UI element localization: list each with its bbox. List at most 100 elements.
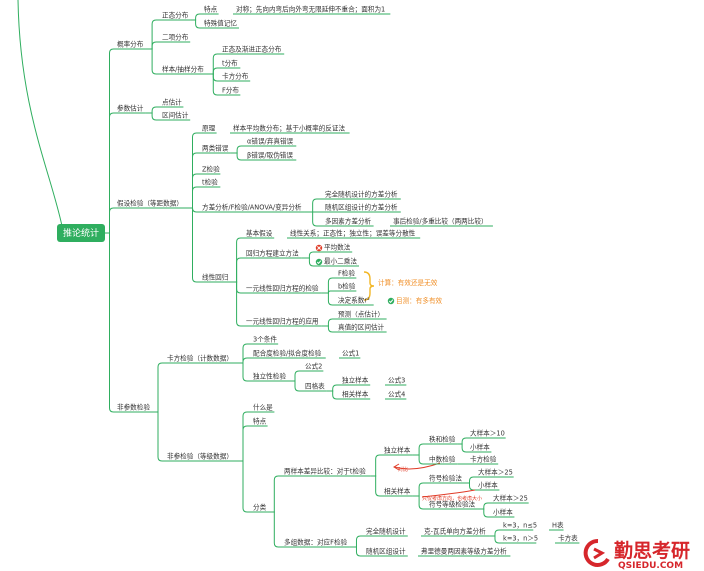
edge-h_a3 [304, 211, 322, 227]
edge-ind [370, 454, 381, 477]
node-rkc: 分类 [253, 503, 267, 512]
edge-r_a1 [321, 318, 335, 327]
cross-icon [315, 244, 323, 252]
edge-mrbd [349, 546, 363, 557]
node-h_a1: 完全随机设计的方差分析 [325, 190, 398, 199]
node-h_ea: α错误/弃真错误 [247, 137, 294, 146]
edge-h_a1 [304, 198, 322, 213]
note-compare: 对比 [398, 466, 408, 473]
edge-c3b1 [326, 384, 339, 392]
edge-rr [412, 495, 426, 510]
node-r_m: 回归方程建立方法 [246, 249, 299, 258]
edge-rsL [464, 476, 475, 484]
node-p_norm: 正态分布 [162, 11, 189, 20]
node-mcrd: 完全随机设计 [366, 527, 406, 536]
edge-r_m2 [301, 257, 321, 267]
node-rl: 相关样本 [384, 487, 411, 496]
edge-rrL [477, 502, 490, 510]
edge-r_bs [230, 237, 243, 283]
edge-p_samp [145, 48, 159, 75]
node-ind: 独立样本 [384, 446, 411, 455]
edge-rs [412, 482, 426, 497]
node-im: 中数检验 [429, 455, 456, 464]
node-irL: 大样本＞10 [470, 429, 505, 438]
edge-two [267, 475, 281, 513]
node-c2: 配合度检验/拟合度检验 [253, 349, 322, 358]
edge-irS [457, 443, 467, 453]
node-p_s2: t分布 [222, 59, 238, 68]
node-c3b2f: 公式4 [388, 390, 405, 399]
node-r_m1: 平均数法 [324, 243, 351, 252]
node-rs: 符号检验法 [429, 474, 462, 483]
edge-ir [412, 443, 426, 456]
node-np: 非参数检验 [117, 403, 150, 412]
node-rk1: 什么是 [253, 403, 273, 412]
edge-c3 [236, 362, 250, 382]
edge-p_s2 [207, 67, 219, 75]
brand-logo: 勤思考研 QSIEDU.COM [583, 538, 690, 571]
node-mrbd: 随机区组设计 [366, 547, 406, 556]
node-prob: 概率分布 [117, 40, 144, 49]
node-h_a3: 多因素方差分析 [325, 217, 372, 226]
node-c3b: 四格表 [305, 382, 325, 391]
edge-mu [267, 511, 281, 548]
node-c: 卡方检验（计数数据） [167, 354, 233, 363]
node-rrS: 小样本 [493, 508, 513, 517]
edge-np [105, 232, 114, 413]
connectors [17, 0, 500, 557]
direction-arrow [421, 489, 476, 498]
edge-prob [105, 48, 114, 234]
node-mfr: 弗里德曼两因素等级方差分析 [421, 547, 507, 556]
edge-rk [152, 411, 164, 462]
note-visual: 目测：有多有效 [396, 296, 443, 305]
node-mu: 多组数据：对应F检验 [284, 538, 348, 547]
node-p_s1: 正态及渐进正态分布 [222, 45, 282, 54]
node-h_z: Z检验 [202, 165, 220, 174]
edge-rl [370, 475, 381, 497]
node-rk2: 特点 [253, 417, 267, 426]
edge-c3a [288, 370, 302, 382]
edge-h_reg [186, 207, 199, 283]
edge-c3b2 [326, 390, 339, 400]
node-rk: 非参检验（等级数据） [167, 452, 233, 461]
node-rsS: 小样本 [478, 481, 498, 490]
edge-p_s4 [207, 73, 219, 96]
logo-mark-icon [583, 538, 610, 567]
edge-p_norm [145, 19, 159, 50]
node-c3b1: 独立样本 [342, 376, 369, 385]
edge-p_nf [190, 13, 201, 21]
edge-rsS [464, 482, 475, 491]
edge-e_iv [145, 112, 159, 121]
edge-rrS [477, 508, 490, 518]
edge-rkc [236, 460, 250, 513]
edge-c1 [236, 343, 250, 364]
node-r_bs: 基本假设 [246, 229, 273, 238]
node-r_t: 一元线性回归方程的检验 [246, 284, 319, 293]
edge-est [105, 112, 114, 234]
node-mk1a: H表 [552, 521, 564, 530]
edge-h_eb [230, 152, 244, 161]
edge-r_m [230, 257, 243, 283]
node-r_r2: 决定系数r² [338, 296, 370, 305]
node-two: 两样本差异比较：对于t检验 [284, 467, 366, 476]
node-r_a1: 预测（点估计） [338, 310, 384, 319]
edge-r_r2 [321, 292, 335, 306]
edge-mcrd [349, 535, 363, 548]
node-ic: 卡方检验 [470, 455, 497, 464]
node-h_reg: 线性回归 [202, 273, 228, 282]
node-p_s3: 卡方分布 [222, 72, 249, 81]
note-calculation: 计算：有效还是无效 [378, 278, 438, 287]
node-c1: 3个条件 [253, 335, 277, 344]
node-est: 参数估计 [117, 104, 144, 113]
node-r_ap: 一元线性回归方程的应用 [246, 317, 319, 326]
node-r_m2: 最小二乘法 [324, 257, 357, 266]
check-icon [387, 297, 395, 305]
edge-irL [457, 437, 467, 445]
node-mk1: k=3，n≤5 [503, 522, 537, 530]
root-label: 推论统计 [63, 227, 99, 239]
node-mk2a: 卡方表 [558, 534, 578, 543]
edge-p_nm [190, 19, 201, 29]
brace-bracket [363, 271, 375, 301]
node-p_samp: 样本/抽样分布 [162, 65, 204, 74]
